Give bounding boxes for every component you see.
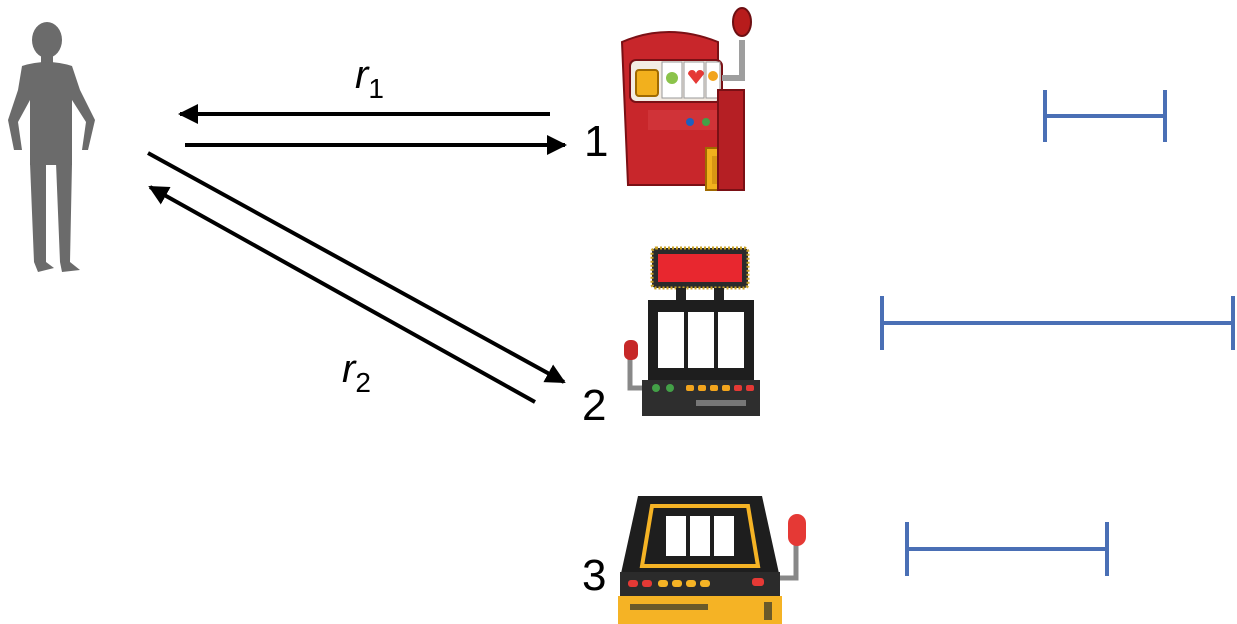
arm-number-3: 3 [582, 551, 606, 600]
reward-label-r1: r1 [355, 53, 384, 104]
slot-machine-red-icon [620, 7, 752, 191]
arm-number-1: 1 [584, 117, 608, 166]
interval-bar-arm-2 [880, 296, 1235, 350]
slot-machine-black-icon [624, 246, 760, 416]
reward-arrow-r2 [148, 185, 536, 404]
arm-number-2: 2 [582, 381, 606, 430]
slot-machine-yellow-icon [618, 496, 806, 624]
reward-label-r2: r2 [342, 347, 371, 398]
pull-arrow-arm-2 [147, 151, 566, 384]
interval-bar-arm-3 [905, 522, 1109, 576]
interval-bar-arm-1 [1043, 90, 1167, 142]
person-silhouette-icon [8, 22, 95, 272]
